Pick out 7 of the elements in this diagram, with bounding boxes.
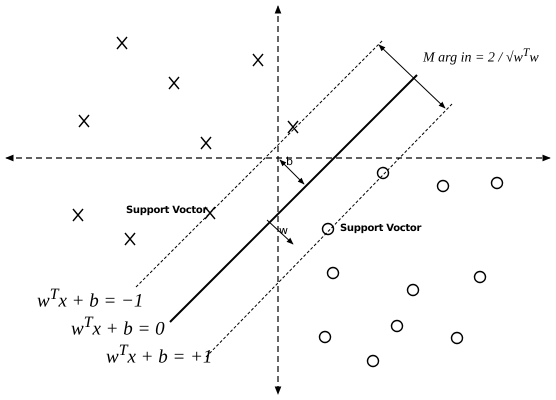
- equation-label: w$^{T}$x + b = −1: [37, 287, 144, 310]
- support-vector-label: Support Voctor: [126, 206, 208, 216]
- equation-label: w$^{T}$x + b = +1: [106, 343, 212, 366]
- equation-label: w$^{T}$x + b = 0: [71, 315, 165, 338]
- weight-label: w: [279, 225, 288, 236]
- support-vector-label: Support Voctor: [340, 224, 422, 234]
- margin-formula: M arg in = 2 / √w$^{T}$w: [423, 47, 539, 66]
